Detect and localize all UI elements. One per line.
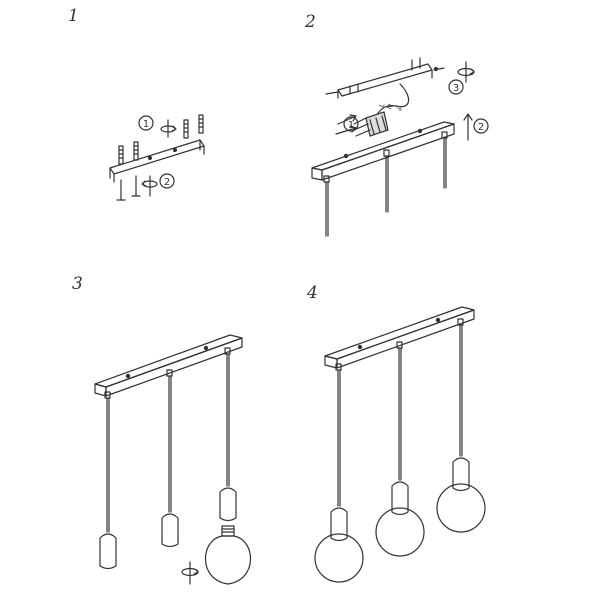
step-4-canopy (324, 306, 475, 369)
step-3-number: 3 (72, 274, 83, 294)
step-2-callout-1: 1 (335, 114, 359, 135)
step-4-pendant-3 (436, 318, 486, 533)
step-2-number: 2 (305, 12, 316, 32)
step-1-panel: 1 2 (109, 114, 205, 201)
step-4-number: 4 (307, 283, 318, 303)
wire-label-earth: ⏚ (395, 104, 405, 114)
step-2-canopy (311, 121, 455, 181)
step-2-cords (323, 131, 448, 237)
step-1-callout-1-label: 1 (143, 119, 149, 130)
step-1-number: 1 (68, 6, 79, 26)
step-4-panel (314, 306, 486, 583)
step-3-canopy (94, 334, 243, 397)
step-3-pendant-2 (161, 369, 179, 548)
step-2-callout-3: 3 (448, 61, 475, 95)
step-2-callout-1-label: 1 (348, 120, 354, 131)
wire-label-l: L (378, 102, 387, 109)
step-2-panel: L N ⏚ 1 3 (311, 57, 489, 237)
step-1-callout-2: 2 (141, 173, 175, 197)
wall-plugs (118, 114, 204, 165)
step-3-panel (94, 334, 252, 585)
step-3-pendant-3 (219, 347, 237, 522)
terminal-block (353, 111, 389, 137)
step-2-callout-3-label: 3 (453, 83, 459, 94)
step-4-pendant-1 (314, 363, 364, 583)
mounting-bracket (109, 139, 205, 183)
step-2-callout-2: 2 (463, 113, 489, 141)
step-3-rotation-icon (181, 561, 199, 585)
step-4-pendant-2 (375, 341, 425, 557)
step-1-callout-2-label: 2 (164, 177, 170, 188)
step-2-callout-2-label: 2 (478, 122, 484, 133)
step-2-bracket (325, 57, 445, 99)
step-3-bulb (204, 525, 252, 585)
step-1-callout-1: 1 (138, 115, 177, 138)
wire-label-n: N (386, 103, 395, 111)
step-3-pendant-1 (99, 391, 117, 570)
supply-cable (375, 83, 410, 117)
bracket-screws (116, 175, 141, 201)
